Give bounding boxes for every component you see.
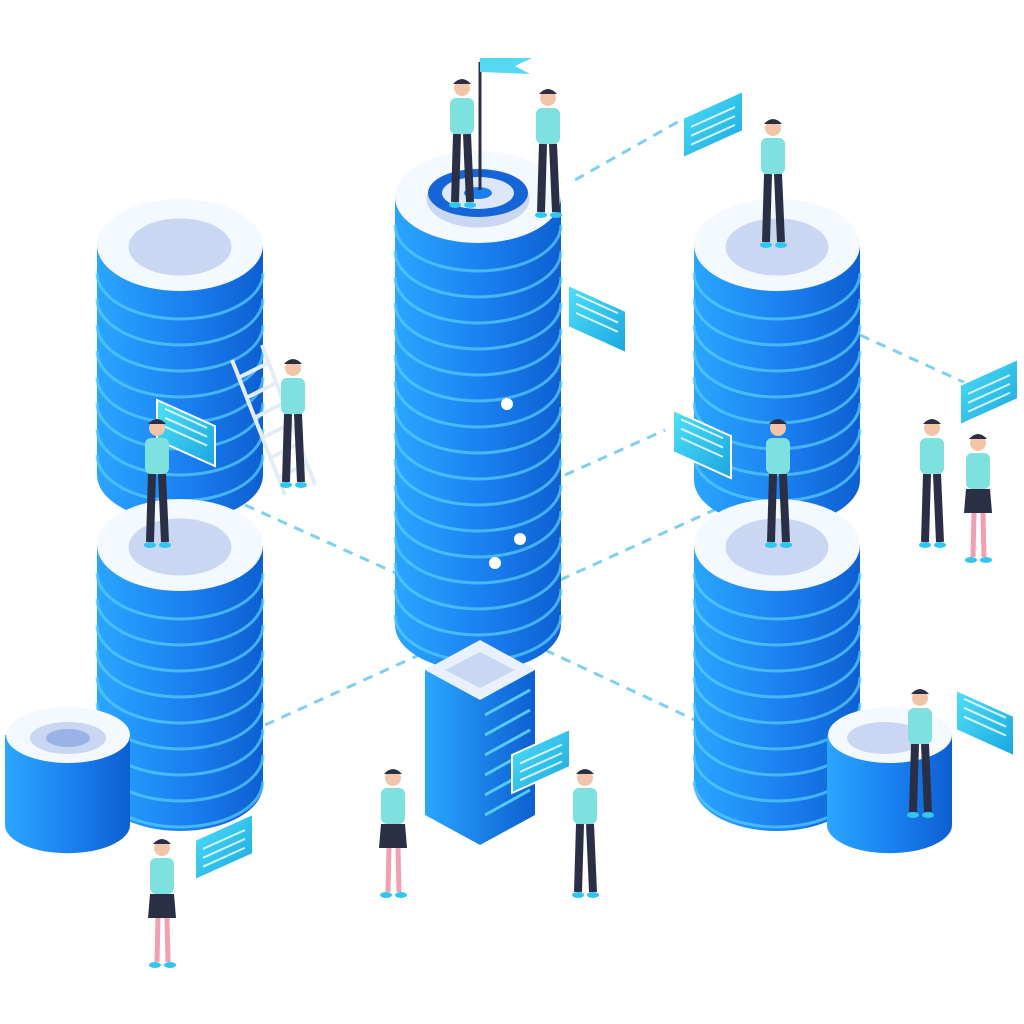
person-figure [907,689,934,818]
cylinder-top-right [692,199,862,526]
server-rack-icon [425,640,535,845]
dashboard-screen-icon [682,89,744,160]
drum-right [827,707,952,854]
person-figure [964,434,992,563]
person-figure [148,839,176,968]
person-figure [449,79,476,208]
cylinder-top-left [95,199,265,521]
person-figure [572,769,599,898]
flag-icon [478,58,532,190]
connector-lines [244,113,971,727]
person-figure [280,359,307,488]
person-figure [765,419,792,548]
dashboard-screens [156,89,1019,882]
person-figure [535,89,562,218]
dashboard-screen-icon [194,812,254,882]
person-figure [919,419,946,548]
person-figure [379,769,407,898]
dashboard-screen-icon [567,283,627,355]
dashboard-screen-icon [955,688,1015,758]
cylinder-center-tall [393,151,563,671]
dashboard-screen-icon [959,357,1019,427]
people-figures [144,79,992,968]
drum-left [5,707,130,854]
dashboard-screen-icon [672,408,732,480]
person-figure [144,419,171,548]
person-figure [760,119,787,248]
chat-bubble-icons [489,398,526,569]
dashboard-screen-icon [511,727,571,795]
fan-icon [428,169,528,217]
